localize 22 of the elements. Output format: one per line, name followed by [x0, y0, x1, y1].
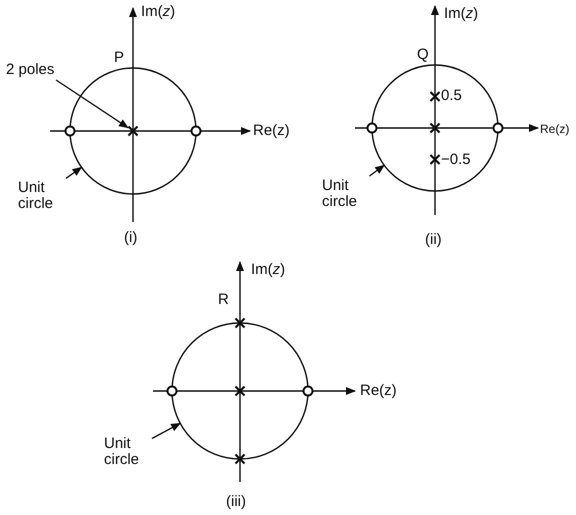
point-label: R [218, 292, 229, 308]
panel-caption: (iii) [226, 494, 246, 510]
axis-label: Re(z) [360, 383, 397, 399]
leader-line [66, 166, 82, 179]
leader-line [56, 79, 129, 128]
leader-line [369, 164, 385, 177]
callout-text: 2 poles [6, 62, 76, 78]
callout-text: Unit circle [104, 436, 150, 468]
unit-circle [171, 322, 309, 460]
unit-circle [69, 67, 197, 195]
axis-label: Re(z) [540, 121, 570, 137]
leader-line [152, 422, 182, 440]
point-label: P [114, 50, 124, 66]
axis-label: Re(z) [253, 123, 290, 139]
panel-caption: (ii) [425, 232, 442, 248]
callout-text: Unit circle [322, 178, 368, 210]
value-label: 0.5 [441, 88, 462, 104]
point-label: Q [417, 47, 429, 63]
panel-caption: (i) [124, 230, 138, 246]
unit-circle [371, 64, 499, 192]
callout-text: Unit circle [18, 180, 64, 212]
value-label: −0.5 [441, 152, 471, 168]
